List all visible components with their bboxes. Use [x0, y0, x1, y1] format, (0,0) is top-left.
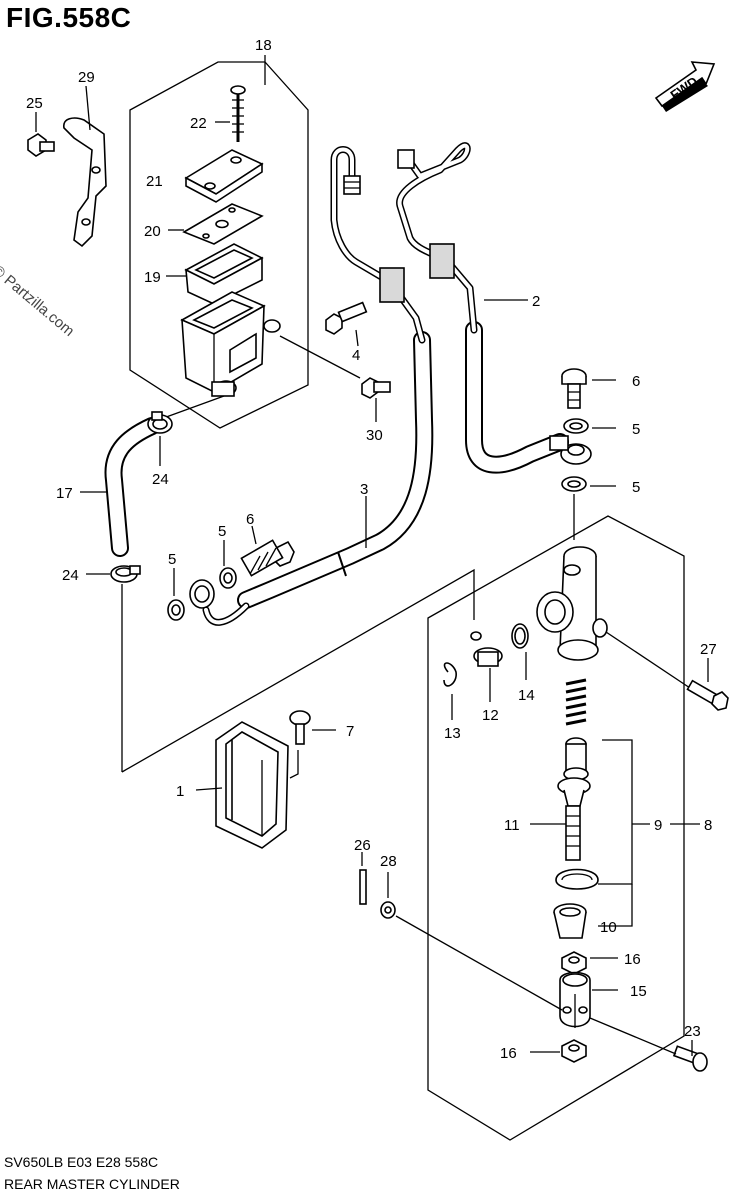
push-rod-11	[557, 777, 591, 861]
callout-7: 7	[346, 723, 354, 740]
circlip	[555, 868, 599, 890]
bolt-4	[325, 301, 368, 335]
callout-3: 3	[360, 481, 368, 498]
callout-6-right: 6	[632, 373, 640, 390]
o-ring-small	[470, 631, 482, 641]
callout-12: 12	[482, 707, 499, 724]
callout-13: 13	[444, 725, 461, 742]
washer-28	[380, 901, 396, 919]
callout-24-top: 24	[152, 471, 169, 488]
piston-spring	[563, 678, 589, 781]
screw-7	[289, 710, 311, 745]
callout-5-upper: 5	[632, 421, 640, 438]
callout-15: 15	[630, 983, 647, 1000]
callout-27: 27	[700, 641, 717, 658]
callout-26: 26	[354, 837, 371, 854]
callout-9: 9	[654, 817, 662, 834]
callout-16-upper: 16	[624, 951, 641, 968]
brake-pipe-upper-right	[396, 142, 478, 334]
callout-5-left-a: 5	[218, 523, 226, 540]
section-name: REAR MASTER CYLINDER	[4, 1176, 180, 1192]
banjo-fitting-lower	[189, 579, 250, 626]
bolt-27	[686, 679, 729, 711]
master-cylinder-body	[536, 546, 608, 661]
master-cylinder-group-frame	[427, 515, 685, 1141]
pin-12	[473, 647, 503, 667]
bolt-25	[27, 133, 55, 157]
callout-5-lower: 5	[632, 479, 640, 496]
callout-21: 21	[146, 173, 163, 190]
boot-10	[553, 903, 587, 939]
cotter-pin-26	[359, 869, 367, 905]
washer-5-lower	[561, 476, 587, 492]
circlip-13	[443, 662, 457, 687]
fwd-arrow-icon: FWD	[654, 61, 716, 112]
callout-19: 19	[144, 269, 161, 286]
o-ring-14	[511, 623, 529, 649]
brake-hose-3	[237, 331, 434, 609]
clevis-pin-23	[672, 1045, 708, 1072]
callout-29: 29	[78, 69, 95, 86]
reservoir-hose-17	[104, 417, 161, 557]
reservoir-body	[180, 291, 281, 397]
reservoir-group-frame	[129, 61, 309, 429]
callout-2: 2	[532, 293, 540, 310]
nut-16-lower	[561, 1039, 587, 1063]
figure-title: FIG.558C	[6, 2, 132, 33]
washer-5-left-a	[219, 567, 237, 589]
brake-hose-2	[465, 321, 569, 474]
clamp-24-top	[147, 411, 173, 434]
exploded-diagram: 18 29 25 22 21 20 19 2 4 6 5 30 24 5 3 1…	[26, 37, 729, 1141]
callout-30: 30	[366, 427, 383, 444]
bolt-30	[361, 377, 391, 399]
callout-16-lower: 16	[500, 1045, 517, 1062]
nut-16-upper	[561, 951, 587, 975]
bracket-29	[63, 117, 107, 248]
callout-20: 20	[144, 223, 161, 240]
callout-22: 22	[190, 115, 207, 132]
callout-5-left-b: 5	[168, 551, 176, 568]
callout-24-bottom: 24	[62, 567, 79, 584]
plate-20	[182, 203, 264, 245]
model-code: SV650LB E03 E28 558C	[4, 1154, 159, 1170]
callout-14: 14	[518, 687, 535, 704]
union-bolt-6-left	[240, 539, 295, 577]
callout-17: 17	[56, 485, 73, 502]
clevis-15	[559, 971, 591, 1028]
washer-5-upper	[563, 418, 589, 434]
callout-1: 1	[176, 783, 184, 800]
reservoir-cap-21	[184, 149, 264, 203]
callout-23: 23	[684, 1023, 701, 1040]
callout-10: 10	[600, 919, 617, 936]
cover-1	[215, 721, 289, 849]
union-bolt-6-right	[561, 368, 587, 409]
callout-28: 28	[380, 853, 397, 870]
washer-5-left-b	[167, 599, 185, 621]
callout-18: 18	[255, 37, 272, 54]
diaphragm-19	[184, 243, 264, 305]
screw-22	[230, 85, 246, 142]
callout-4: 4	[352, 347, 360, 364]
callout-25: 25	[26, 95, 43, 112]
callout-8: 8	[704, 817, 712, 834]
brake-pipe-upper-left	[330, 146, 426, 344]
callout-11: 11	[504, 817, 520, 834]
banjo-fitting	[549, 435, 592, 465]
callout-6-left: 6	[246, 511, 254, 528]
clamp-24-bottom	[110, 565, 141, 583]
